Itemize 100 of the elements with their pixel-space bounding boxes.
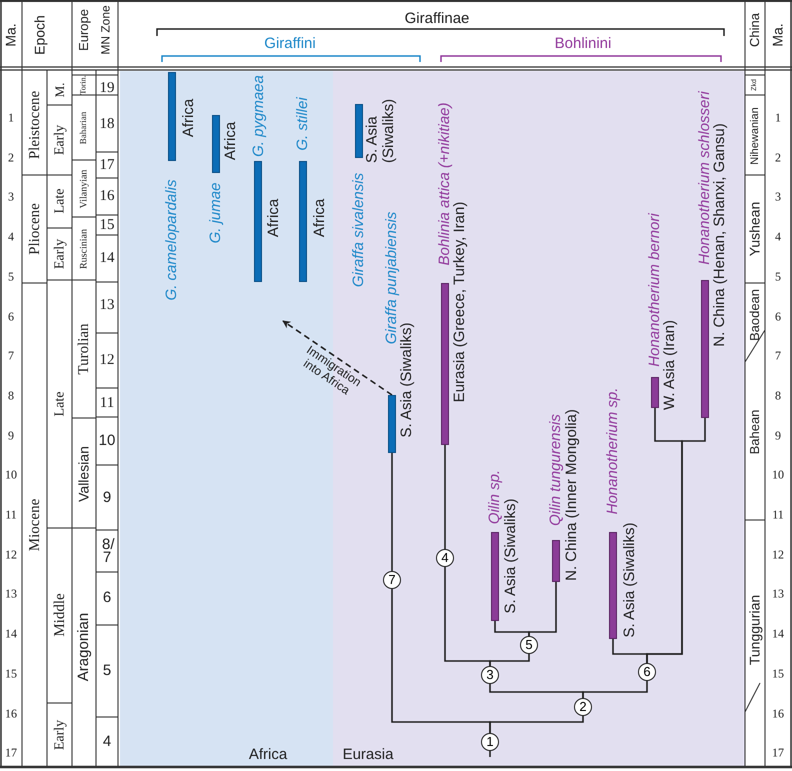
- age-number: 17: [772, 746, 784, 760]
- taxon-name: Bohlinia attica (+nikitiae): [436, 102, 453, 266]
- age-number: 8: [775, 389, 781, 402]
- taxon-name: Qilin tungurensis: [548, 414, 564, 526]
- age-number: 13: [5, 588, 17, 601]
- column-header: MN Zone: [99, 5, 113, 55]
- locality-text: W. Asia (Iran): [662, 320, 678, 410]
- stage-name: Torin.: [80, 75, 88, 95]
- age-number: 7: [775, 350, 781, 363]
- stage-name: Nihewanian: [748, 107, 762, 165]
- age-number: 16: [772, 706, 784, 720]
- zone-number: 12: [100, 352, 114, 368]
- stage-name: Aragonian: [76, 612, 92, 682]
- zone-number: 9: [102, 490, 112, 506]
- zone-number: 10: [98, 432, 116, 450]
- age-number: 3: [775, 190, 781, 204]
- age-number: 2: [775, 151, 781, 164]
- subepoch-name: Early: [52, 124, 68, 156]
- age-number: 14: [772, 628, 784, 641]
- locality-text: S. Asia (Siwaliks): [502, 498, 520, 614]
- stage-name: Baharian: [79, 112, 89, 144]
- age-number: 4: [775, 230, 781, 244]
- age-number: 4: [8, 230, 14, 244]
- age-number: 3: [8, 190, 14, 204]
- taxon-name: Giraffa punjabiensis: [384, 212, 400, 344]
- taxon-name: G. pygmaea: [250, 75, 268, 157]
- locality-text: S. Asia (Siwaliks): [364, 100, 398, 163]
- age-number: 11: [5, 508, 17, 522]
- locality-text: Eurasia (Greece, Turkey, Iran): [452, 202, 468, 402]
- age-number: 9: [8, 429, 14, 442]
- age-number: 12: [5, 548, 17, 562]
- arrow: [282, 320, 392, 396]
- taxon-name: Honanotherium schlosseri: [696, 91, 713, 265]
- clade-label: Giraffini: [264, 36, 316, 52]
- age-number: 12: [772, 548, 784, 562]
- zone-number: 15: [100, 216, 114, 234]
- stage-name: Vallesian: [76, 446, 92, 502]
- subepoch-name: Late: [52, 188, 68, 214]
- zone-number: 4: [102, 734, 112, 750]
- age-number: 6: [8, 310, 14, 324]
- column-header: Epoch: [32, 15, 48, 55]
- locality-text: S. Asia (Siwaliks): [398, 322, 416, 438]
- branch-line: [391, 453, 393, 571]
- subepoch-name: M.: [52, 82, 68, 98]
- branch-line: [489, 751, 491, 757]
- locality-text: N. China (Henan, Shanxi, Gansu): [712, 123, 728, 347]
- stage-name: Bahean: [748, 410, 762, 454]
- subepoch-name: Late: [52, 392, 68, 416]
- stage-name: Turolian: [76, 323, 92, 375]
- branch-line: [582, 681, 648, 698]
- age-number: 5: [8, 270, 14, 284]
- age-number: 9: [775, 429, 781, 442]
- branch-line: [528, 582, 557, 636]
- age-number: 10: [772, 468, 784, 482]
- age-number: 1: [8, 111, 14, 125]
- zone-number: 13: [100, 296, 114, 314]
- age-number: 17: [5, 746, 17, 760]
- taxon-name: G. stillei: [294, 97, 312, 151]
- branch-line: [646, 418, 706, 663]
- branch-line: [489, 716, 584, 733]
- taxon-name: G. camelopardalis: [164, 180, 180, 300]
- age-number: 14: [5, 628, 17, 641]
- stage-name: Ruscinian: [78, 229, 90, 269]
- zone-number: 19: [100, 80, 114, 96]
- clade-label: Bohlinini: [554, 36, 612, 52]
- subepoch-name: Early: [52, 720, 68, 750]
- locality-text: N. China (Inner Mongolia): [564, 409, 580, 581]
- taxon-name: G. jumae: [208, 182, 224, 244]
- zone-number: 6: [102, 590, 112, 606]
- taxon-name: Giraffa sivalensis: [350, 172, 368, 288]
- column-header: China: [748, 13, 762, 47]
- clade-label: Giraffinae: [404, 10, 470, 28]
- locality-text: Africa: [312, 198, 328, 238]
- region-label: Eurasia: [342, 746, 394, 764]
- zone-number: 16: [100, 188, 114, 204]
- age-number: 13: [772, 588, 784, 601]
- subepoch-name: Early: [52, 238, 68, 270]
- zone-number: 11: [100, 394, 114, 412]
- branch-line: [494, 621, 530, 636]
- zone-number: 5: [102, 662, 112, 680]
- taxon-name: Qilin sp.: [486, 470, 504, 524]
- stage-name: Yushean: [747, 202, 763, 256]
- age-number: 16: [5, 706, 17, 720]
- age-number: 5: [775, 270, 781, 284]
- column-header: Europe: [76, 9, 92, 51]
- branch-line: [489, 654, 530, 666]
- age-number: 11: [772, 508, 784, 522]
- region-label: Africa: [248, 746, 288, 764]
- locality-text: S. Asia (Siwaliks): [622, 522, 638, 638]
- age-number: 1: [775, 111, 781, 125]
- zone-number: 17: [100, 156, 114, 174]
- column-header: Ma.: [3, 23, 19, 47]
- age-number: 6: [775, 310, 781, 324]
- zone-number: 18: [100, 116, 114, 132]
- stage-name: Vilanyian: [78, 170, 90, 208]
- age-number: 10: [5, 468, 17, 482]
- column-header: Ma.: [770, 23, 786, 47]
- epoch-name: Pleistocene: [26, 90, 44, 160]
- zone-number: 8/7: [102, 538, 112, 564]
- subepoch-name: Middle: [52, 593, 68, 637]
